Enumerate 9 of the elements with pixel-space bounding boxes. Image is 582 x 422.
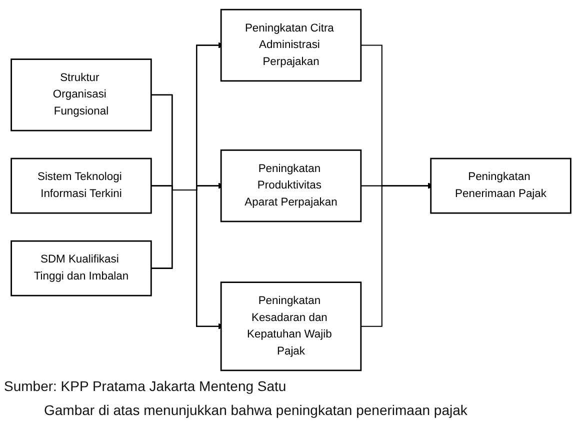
node-box: Peningkatan Citra Administrasi Perpajakan <box>220 8 362 82</box>
body-text: Gambar di atas menunjukkan bahwa peningkatan penerimaan pajak <box>44 402 468 418</box>
node-box: Peningkatan Penerimaan Pajak <box>430 158 572 214</box>
source-caption: Sumber: KPP Pratama Jakarta Menteng Satu <box>4 378 288 394</box>
node-box: Struktur Organisasi Fungsional <box>10 58 152 132</box>
node-box: Sistem Teknologi Informasi Terkini <box>10 158 152 214</box>
node-box: SDM Kualifikasi Tinggi dan Imbalan <box>10 240 152 296</box>
node-box: Peningkatan Kesadaran dan Kepatuhan Wajib Pajak <box>220 282 362 372</box>
node-box: Peningkatan Produktivitas Aparat Perpajakan <box>220 149 362 222</box>
